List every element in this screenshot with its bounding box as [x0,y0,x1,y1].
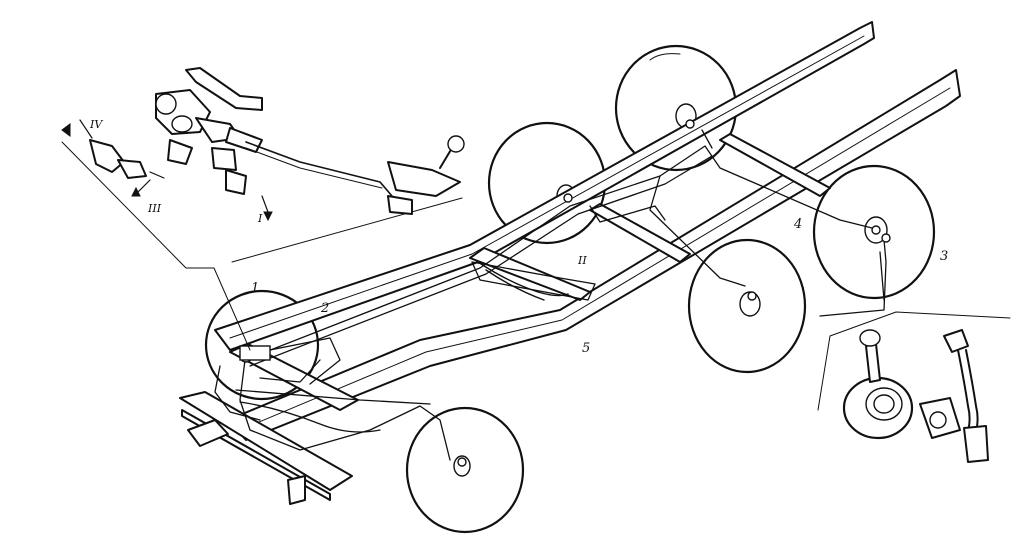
label-5: 5 [582,341,590,356]
label-II: II [577,254,587,267]
front-right-wheel [405,406,525,534]
label-2: 2 [320,301,329,316]
brake-pipelines [214,129,887,461]
inset-brake-chamber [817,311,1011,463]
label-IV: IV [89,118,103,131]
label-4: 4 [793,217,802,232]
brake-chambers [239,119,891,467]
chassis-frame [179,21,961,505]
inset-valve-assembly [61,67,465,351]
rear-right-wheel-front [687,238,807,374]
label-I: I [257,212,263,225]
label-III: III [147,202,162,215]
part-labels: 1 2 3 4 5 I II III IV [89,118,948,356]
label-3: 3 [940,249,948,264]
label-1: 1 [251,281,259,296]
